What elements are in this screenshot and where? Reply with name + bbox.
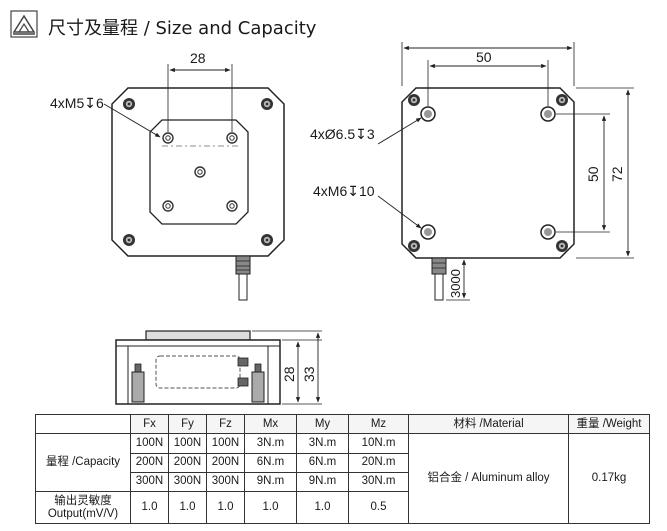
table-cell: 100N bbox=[168, 433, 207, 454]
label-right-thru: 4xØ6.5↧3 bbox=[310, 126, 375, 142]
material-value: 铝合金 / Aluminum alloy bbox=[408, 433, 569, 524]
dim-right-72-width: 72 bbox=[476, 40, 492, 42]
table-cell: 1.0 bbox=[244, 491, 297, 524]
table-cell: 9N.m bbox=[296, 471, 349, 493]
side-view bbox=[115, 330, 322, 405]
table-cell: 300N bbox=[130, 471, 169, 493]
axis-header: Fx bbox=[130, 413, 169, 435]
table-cell: 200N bbox=[130, 452, 169, 473]
weight-header: 重量 /Weight bbox=[568, 413, 650, 435]
left-top-view bbox=[103, 64, 285, 301]
right-bottom-view bbox=[377, 42, 634, 301]
ruler-icon bbox=[10, 10, 38, 38]
table-row: 200N 200N 200N 6N.m 6N.m 20N.m bbox=[36, 452, 650, 473]
spec-table: Fx Fy Fz Mx My Mz 材料 /Material 重量 /Weigh… bbox=[35, 413, 650, 524]
dim-left-28: 28 bbox=[190, 50, 206, 66]
output-label-en: Output(mV/V) bbox=[47, 507, 119, 520]
table-row: 输出灵敏度 Output(mV/V) 1.0 1.0 1.0 1.0 1.0 0… bbox=[35, 491, 650, 524]
table-cell: 3N.m bbox=[296, 433, 349, 454]
table-cell bbox=[35, 413, 131, 435]
dim-right-50-height: 50 bbox=[585, 166, 601, 182]
table-cell: 100N bbox=[206, 433, 245, 454]
axis-header: Fz bbox=[206, 413, 245, 435]
table-cell: 10N.m bbox=[348, 433, 409, 454]
table-cell: 1.0 bbox=[206, 491, 245, 524]
dim-right-50-width: 50 bbox=[476, 49, 492, 65]
output-label-cn: 输出灵敏度 bbox=[54, 494, 112, 507]
table-cell: 6N.m bbox=[244, 452, 297, 473]
dim-right-72-height: 72 bbox=[609, 166, 625, 182]
table-cell: 9N.m bbox=[244, 471, 297, 493]
dim-cable-length: 3000 bbox=[448, 269, 463, 298]
axis-header: Fy bbox=[168, 413, 207, 435]
label-right-thread: 4xM6↧10 bbox=[313, 183, 375, 199]
weight-value: 0.17kg bbox=[568, 433, 650, 524]
table-cell: 0.5 bbox=[348, 491, 409, 524]
technical-drawings: 28 4xM5↧6 bbox=[50, 40, 634, 405]
dim-side-28: 28 bbox=[281, 366, 297, 382]
table-cell: 20N.m bbox=[348, 452, 409, 473]
section-header: 尺寸及量程 / Size and Capacity bbox=[8, 8, 648, 42]
table-cell: 1.0 bbox=[130, 491, 169, 524]
capacity-label: 量程 /Capacity bbox=[35, 433, 131, 492]
table-cell: 300N bbox=[168, 471, 207, 493]
table-row: 量程 /Capacity 100N 100N 100N 3N.m 3N.m 10… bbox=[35, 433, 650, 524]
table-cell: 1.0 bbox=[296, 491, 349, 524]
axis-header: Mx bbox=[244, 413, 297, 435]
dim-side-33: 33 bbox=[301, 366, 317, 382]
table-cell: 300N bbox=[206, 471, 245, 493]
table-cell: 200N bbox=[168, 452, 207, 473]
axis-header: Mz bbox=[348, 413, 409, 435]
table-cell: 200N bbox=[206, 452, 245, 473]
table-cell: 3N.m bbox=[244, 433, 297, 454]
label-left-thread: 4xM5↧6 bbox=[50, 95, 104, 111]
axis-header: My bbox=[296, 413, 349, 435]
table-cell: 6N.m bbox=[296, 452, 349, 473]
table-row: 300N 300N 300N 9N.m 9N.m 30N.m bbox=[36, 471, 650, 493]
table-cell: 100N bbox=[130, 433, 169, 454]
table-row: Fx Fy Fz Mx My Mz 材料 /Material 重量 /Weigh… bbox=[35, 413, 650, 435]
page-title: 尺寸及量程 / Size and Capacity bbox=[48, 18, 317, 39]
table-cell: 1.0 bbox=[168, 491, 207, 524]
table-cell: 30N.m bbox=[348, 471, 409, 493]
material-header: 材料 /Material bbox=[408, 413, 569, 435]
output-label: 输出灵敏度 Output(mV/V) bbox=[35, 491, 131, 524]
